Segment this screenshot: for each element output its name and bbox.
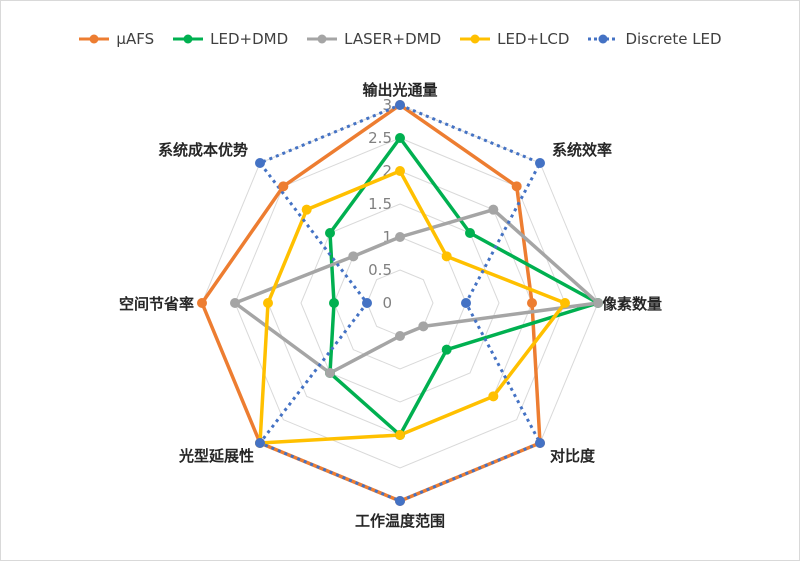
data-point [535, 438, 546, 449]
axis-label: 系统效率 [552, 141, 612, 159]
tick-label: 2 [382, 162, 392, 180]
data-point [348, 251, 359, 262]
grid-ring [234, 137, 566, 469]
data-point [560, 298, 570, 308]
legend-item: μAFS [78, 30, 154, 48]
legend-label: μAFS [116, 30, 155, 48]
chart-legend: μAFS LED+DMD LASER+DMD LED+LCD Discrete LED [0, 30, 800, 48]
legend-label: LED+DMD [210, 30, 289, 48]
axis-label: 空间节省率 [119, 295, 194, 313]
data-point [488, 391, 499, 402]
data-point [278, 181, 289, 192]
data-point [324, 368, 335, 379]
data-point [230, 298, 240, 308]
data-point [301, 204, 312, 215]
axis-label: 像素数量 [602, 295, 662, 313]
data-point [395, 430, 405, 440]
data-point [488, 204, 499, 215]
tick-label: 3 [382, 96, 392, 114]
axis-label: 输出光通量 [362, 81, 437, 99]
tick-label: 0 [382, 294, 392, 312]
tick-label: 2.5 [368, 129, 392, 147]
data-point [254, 157, 265, 168]
data-point [418, 321, 429, 332]
series-line [258, 103, 542, 503]
data-point [395, 166, 405, 176]
legend-item: LED+DMD [172, 30, 288, 48]
data-point [263, 298, 273, 308]
data-point [362, 298, 372, 308]
legend-marker-icon [173, 34, 204, 44]
legend-label: LED+LCD [497, 30, 570, 48]
data-point [254, 438, 265, 449]
grid-ring [333, 236, 467, 370]
legend-marker-icon [79, 34, 110, 44]
legend-item: Discrete LED [587, 30, 722, 48]
data-point [395, 133, 405, 143]
legend-item: LASER+DMD [306, 30, 441, 48]
data-point [511, 181, 522, 192]
data-point [324, 227, 335, 238]
data-point [329, 298, 339, 308]
data-point [527, 298, 537, 308]
data-point [441, 344, 452, 355]
data-point [465, 227, 476, 238]
tick-label: 1 [382, 228, 392, 246]
axis-label: 光型延展性 [178, 447, 254, 465]
data-point [461, 298, 471, 308]
series-line [233, 207, 600, 375]
legend-label: Discrete LED [625, 30, 722, 48]
legend-marker-icon [307, 34, 338, 44]
data-point [395, 496, 405, 506]
legend-label: LASER+DMD [344, 30, 442, 48]
legend-marker-icon [588, 34, 619, 44]
series-group [197, 100, 603, 506]
data-point [197, 298, 207, 308]
data-point [395, 331, 405, 341]
axis-label: 系统成本优势 [158, 141, 248, 159]
data-point [535, 157, 546, 168]
data-point [441, 251, 452, 262]
legend-marker-icon [460, 34, 491, 44]
data-point [395, 232, 405, 242]
grid-ring [300, 203, 500, 403]
data-point [593, 298, 603, 308]
data-point [395, 100, 405, 110]
legend-item: LED+LCD [459, 30, 569, 48]
tick-label: 1.5 [368, 195, 392, 213]
axis-label: 对比度 [550, 447, 596, 465]
tick-labels: 0 0.5 1 1.5 2 2.5 3 [368, 96, 392, 312]
tick-label: 0.5 [368, 261, 392, 279]
axis-label: 工作温度范围 [355, 512, 445, 530]
